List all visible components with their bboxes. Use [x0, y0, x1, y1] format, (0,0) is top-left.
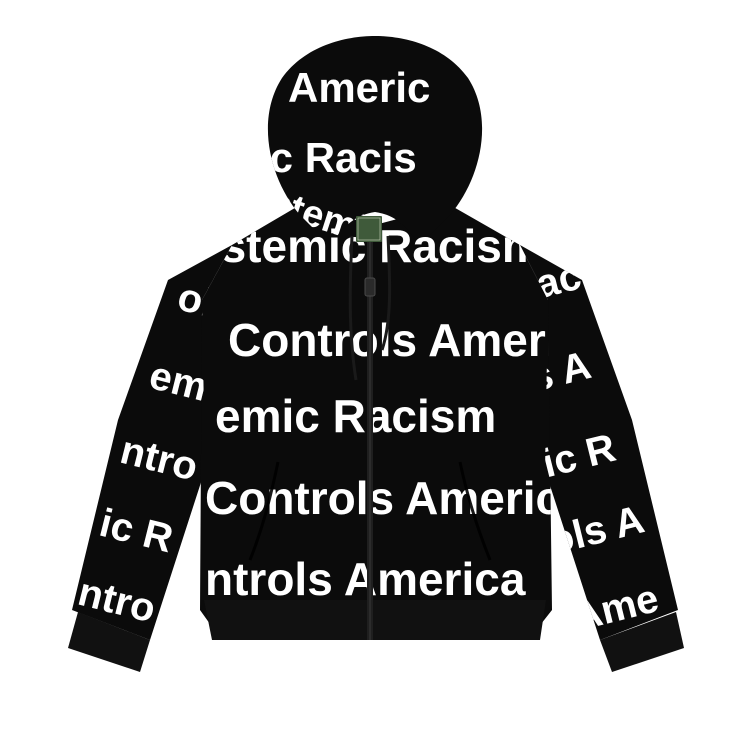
left-pocket-seam: [248, 461, 280, 561]
print-line-6: Controls Americ: [205, 472, 561, 524]
right-cuff: [600, 612, 684, 672]
hood-print-top: Americ: [288, 64, 430, 111]
left-drawstring: [348, 235, 358, 381]
hood-print-mid: ic Racis: [258, 134, 417, 181]
print-line-5: emic Racism: [215, 390, 496, 442]
right-sleeve: [520, 245, 678, 640]
hoodie-body: [200, 205, 552, 638]
waistband: [204, 600, 546, 640]
left-sleeve: [72, 245, 232, 640]
zipper-pull[interactable]: [364, 277, 376, 297]
right-pocket-seam: [458, 461, 492, 561]
right-drawstring: [380, 235, 392, 351]
body-print: ystemic Racism Controls Americ emic Raci…: [200, 220, 584, 605]
neck-label: [356, 216, 382, 242]
print-line-4: Controls Americ: [228, 314, 584, 366]
hood: [267, 36, 483, 245]
print-line-7: ntrols America: [205, 553, 526, 605]
left-cuff: [68, 612, 150, 672]
